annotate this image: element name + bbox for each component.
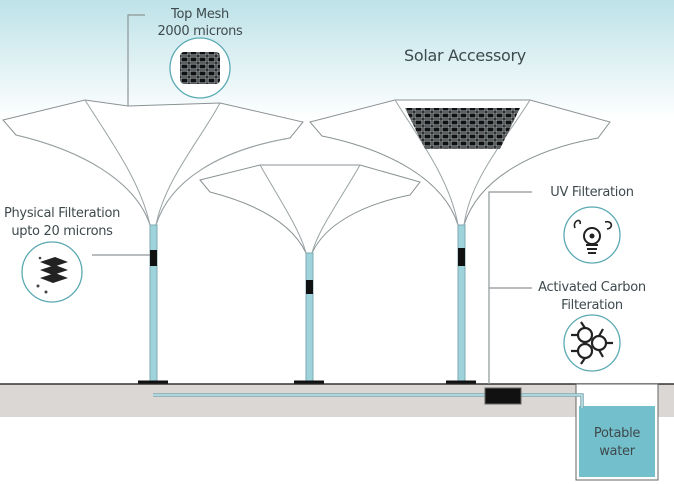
physical-filtration-label: Physical Filteration	[4, 206, 120, 221]
potable-label-2: water	[599, 444, 635, 459]
potable-water-tank: Potable water	[575, 383, 659, 481]
umbrella-right	[309, 99, 611, 384]
potable-label-1: Potable	[594, 426, 640, 441]
solar-accessory-label: Solar Accessory	[404, 46, 526, 65]
activated-carbon-label-2: Filteration	[561, 298, 623, 313]
top-mesh-label: Top Mesh	[170, 7, 229, 22]
filter-unit	[484, 387, 522, 405]
underground-pipe	[153, 387, 584, 408]
umbrella-left	[2, 99, 304, 384]
umbrella-middle	[199, 164, 421, 384]
tank-water	[579, 406, 655, 477]
uv-filtration-label: UV Filteration	[550, 185, 633, 200]
physical-filtration-size-label: upto 20 microns	[11, 224, 113, 239]
carbon-molecule-icon	[563, 314, 621, 372]
solar-panel	[405, 108, 520, 149]
uv-bulb-icon	[563, 206, 621, 264]
mesh-icon	[169, 37, 231, 99]
layers-icon	[21, 241, 83, 303]
filtration-leader-lines	[488, 191, 532, 384]
activated-carbon-label: Activated Carbon	[538, 280, 646, 295]
sky-background	[0, 0, 674, 120]
top-mesh-size-label: 2000 microns	[157, 24, 243, 39]
ground	[0, 384, 674, 417]
top-mesh-leader-line	[127, 14, 145, 106]
